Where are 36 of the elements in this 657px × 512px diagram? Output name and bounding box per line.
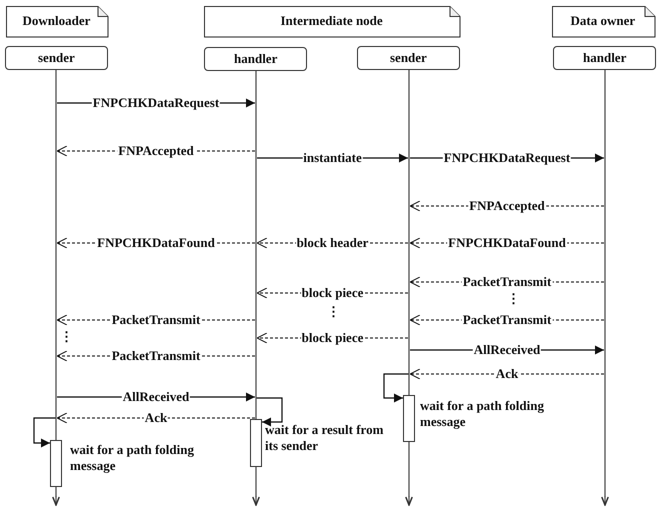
continuation-dots: ⋮ <box>327 304 340 320</box>
edge-label: block piece <box>300 286 364 299</box>
actor-title: Downloader <box>22 13 90 29</box>
activation-note: wait for a result from its sender <box>265 422 384 454</box>
edge-label: PacketTransmit <box>110 348 202 362</box>
edge-label: PacketTransmit <box>462 274 552 288</box>
edge-label: block piece <box>300 330 364 344</box>
edge-label: FNPCHKDataRequest <box>92 96 220 109</box>
arrow <box>410 368 604 380</box>
actor-title: Intermediate node <box>280 13 383 29</box>
edge-label: Ack <box>494 366 520 380</box>
self-arrow <box>33 417 56 448</box>
edge-label: Ack <box>144 410 168 424</box>
edge-label: instantiate <box>302 150 363 164</box>
edge-label: FNPAccepted <box>117 144 195 157</box>
edge-label: FNPAccepted <box>468 198 546 212</box>
activation-note: wait for a path folding message <box>70 442 195 474</box>
lifeline-name: sender <box>38 50 75 66</box>
actor-title: Data owner <box>570 13 636 29</box>
arrow <box>56 412 256 424</box>
continuation-dots: ⋮ <box>60 329 73 345</box>
edge-label: FNPCHKDataFound <box>96 236 216 249</box>
edge-label: PacketTransmit <box>110 312 202 326</box>
edge-label: FNPCHKDataFound <box>447 236 567 249</box>
edge-label: FNPCHKDataRequest <box>442 150 572 164</box>
lifeline-name: handler <box>583 50 626 66</box>
edge-label: block header <box>296 236 370 249</box>
continuation-dots: ⋮ <box>507 291 520 307</box>
edge-label: AllReceived <box>122 390 190 403</box>
edge-label: AllReceived <box>472 342 542 356</box>
lifeline-name: sender <box>390 50 427 66</box>
lifeline-name: handler <box>234 51 278 67</box>
self-arrow <box>256 397 283 426</box>
self-arrow <box>383 373 409 402</box>
activation-note: wait for a path folding message <box>420 398 545 430</box>
edge-label: PacketTransmit <box>462 312 552 326</box>
